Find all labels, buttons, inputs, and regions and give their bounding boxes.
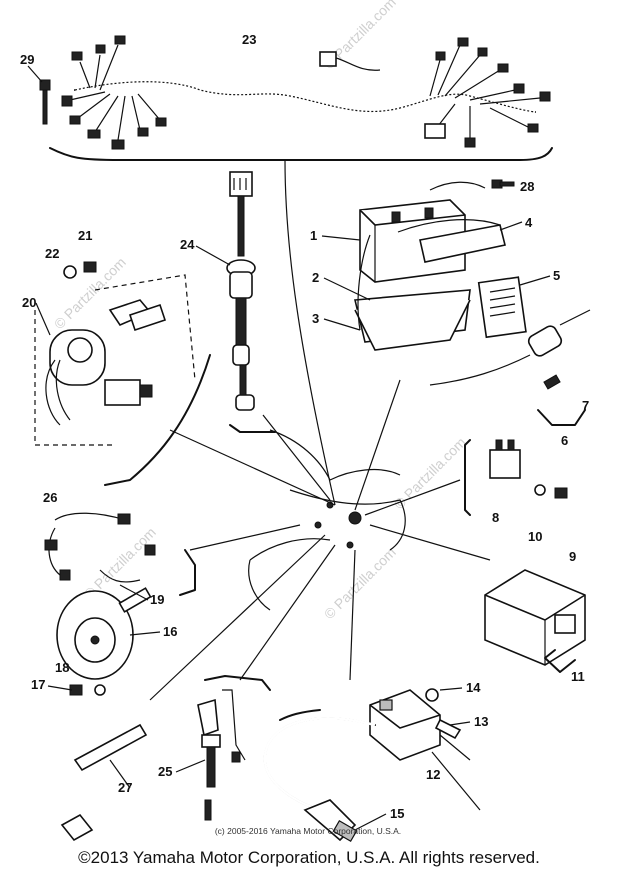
bracket-26 bbox=[179, 549, 196, 596]
callout-1: 1 bbox=[310, 228, 317, 243]
callout-3: 3 bbox=[312, 311, 319, 326]
horn[interactable] bbox=[56, 587, 152, 696]
leader-lines bbox=[149, 379, 491, 701]
callout-4: 4 bbox=[525, 215, 533, 230]
leader-line bbox=[284, 159, 336, 506]
callout-9: 9 bbox=[569, 549, 576, 564]
callout-14: 14 bbox=[466, 680, 481, 695]
bracket-6 bbox=[537, 409, 586, 426]
bolt-29[interactable] bbox=[39, 79, 51, 125]
callout-21: 21 bbox=[78, 228, 92, 243]
wire-harness[interactable] bbox=[61, 35, 551, 150]
horn-lead-26[interactable] bbox=[44, 512, 156, 583]
callout-22: 22 bbox=[45, 246, 59, 261]
flasher-relay[interactable] bbox=[489, 439, 568, 499]
callout-16: 16 bbox=[163, 624, 177, 639]
callout-27: 27 bbox=[118, 780, 132, 795]
callout-25: 25 bbox=[158, 764, 172, 779]
battery-assembly[interactable] bbox=[354, 199, 506, 351]
callout-15: 15 bbox=[390, 806, 404, 821]
ignition-coil[interactable] bbox=[263, 688, 481, 843]
callout-10: 10 bbox=[528, 529, 542, 544]
callout-19: 19 bbox=[150, 592, 164, 607]
callout-13: 13 bbox=[474, 714, 488, 729]
callout-17: 17 bbox=[31, 677, 45, 692]
bracket-24 bbox=[229, 424, 276, 433]
spark-plug-cap[interactable] bbox=[197, 689, 246, 821]
bracket-11 bbox=[544, 649, 576, 673]
diagram-copyright: (c) 2005-2016 Yamaha Motor Corporation, … bbox=[215, 826, 401, 836]
harness-bracket-line bbox=[49, 147, 553, 161]
callout-2: 2 bbox=[312, 270, 319, 285]
battery-breather bbox=[429, 181, 486, 191]
cdi-unit[interactable] bbox=[484, 569, 586, 666]
callout-20: 20 bbox=[22, 295, 36, 310]
watermark-text: © Partzilla.com bbox=[321, 544, 399, 622]
callout-6: 6 bbox=[561, 433, 568, 448]
callout-26: 26 bbox=[43, 490, 57, 505]
callout-7: 7 bbox=[582, 398, 589, 413]
callout-11: 11 bbox=[571, 669, 585, 684]
bracket-25 bbox=[204, 675, 271, 691]
callout-24: 24 bbox=[180, 237, 195, 252]
callout-18: 18 bbox=[55, 660, 69, 675]
callout-28: 28 bbox=[520, 179, 534, 194]
callout-23: 23 bbox=[242, 32, 256, 47]
battery-label bbox=[477, 276, 527, 339]
callout-8: 8 bbox=[492, 510, 499, 525]
bracket-coil bbox=[279, 709, 321, 721]
bracket-20 bbox=[104, 354, 211, 486]
callout-29: 29 bbox=[20, 52, 34, 67]
sensor-24[interactable] bbox=[226, 171, 256, 411]
frame-outline bbox=[248, 429, 406, 611]
screw-28[interactable] bbox=[491, 179, 515, 189]
callout-5: 5 bbox=[553, 268, 560, 283]
bracket-8 bbox=[464, 439, 471, 516]
callout-labels: 1 2 3 4 5 6 7 8 9 10 11 12 13 14 15 16 1… bbox=[20, 32, 589, 821]
tool-27[interactable] bbox=[60, 723, 148, 842]
footer-copyright: ©2013 Yamaha Motor Corporation, U.S.A. A… bbox=[78, 848, 540, 867]
callout-12: 12 bbox=[426, 767, 440, 782]
callout-leaders bbox=[27, 65, 551, 831]
main-switch[interactable] bbox=[34, 261, 196, 446]
watermark-text: © Partzilla.com bbox=[391, 434, 469, 512]
fuse-holder[interactable] bbox=[429, 309, 591, 390]
